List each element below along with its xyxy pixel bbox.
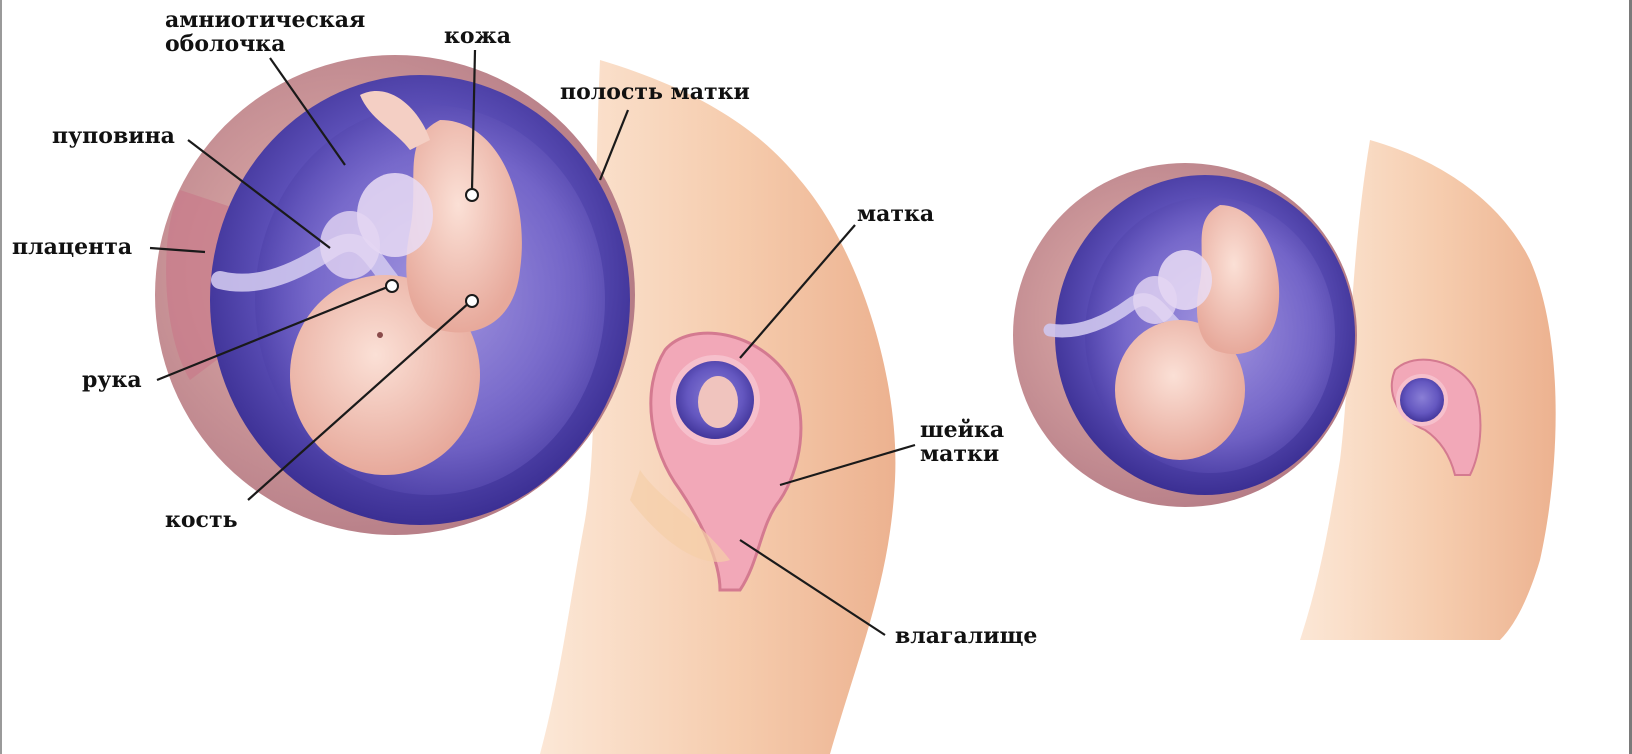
dot-skin <box>466 189 478 201</box>
left-frame-edge <box>0 0 2 754</box>
label-skin: кожа <box>444 24 511 48</box>
label-cervix: шейка матки <box>920 418 1004 466</box>
label-amniotic-membrane: амниотическая оболочка <box>165 8 365 56</box>
dot-bone <box>466 295 478 307</box>
amniotic-sac-small <box>1013 163 1357 507</box>
label-vagina: влагалище <box>895 624 1037 648</box>
amniotic-sac-large <box>155 55 635 535</box>
label-hand: рука <box>82 368 142 392</box>
label-placenta: плацента <box>12 235 132 259</box>
label-uterine-cavity: полость матки <box>560 80 750 104</box>
dot-hand <box>386 280 398 292</box>
label-umbilical-cord: пуповина <box>52 124 175 148</box>
label-bone: кость <box>165 508 238 532</box>
label-uterus: матка <box>857 202 934 226</box>
